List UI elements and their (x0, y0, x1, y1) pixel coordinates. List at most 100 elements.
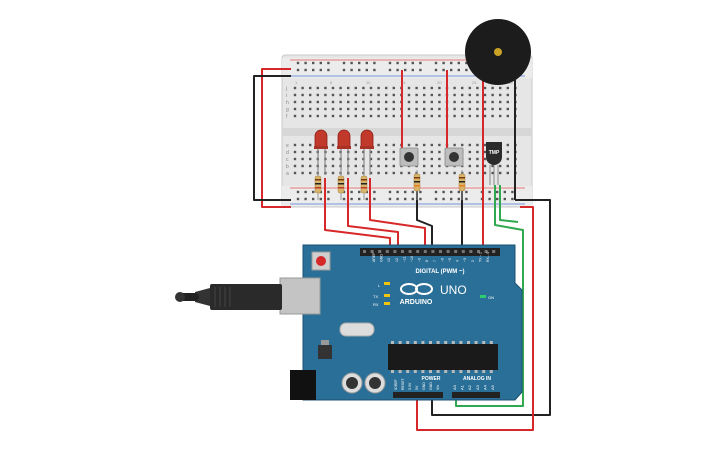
power-pin-label: IOREF (394, 379, 398, 390)
on-label: ON (488, 295, 494, 300)
wire-led3-d11 (369, 178, 426, 254)
analog-pin-label: A4 (482, 384, 487, 390)
pin-label: 7 (433, 260, 437, 262)
reset-button-cap (316, 256, 326, 266)
analog-pin-label: A2 (467, 384, 472, 390)
wire-5v (416, 206, 534, 431)
led-2[interactable] (337, 129, 351, 175)
power-jack (290, 370, 316, 400)
wire-gnd (431, 199, 551, 416)
analog-header (452, 392, 500, 398)
pin-label: GND (380, 254, 384, 262)
resistor-4[interactable] (413, 170, 421, 200)
wire-rail-left-red (261, 68, 291, 208)
column-numbers: 1 5 10 15 20 25 30 (295, 80, 513, 85)
led-3[interactable] (360, 129, 374, 175)
resistor-1[interactable] (314, 170, 322, 200)
power-pin-label: 5V (415, 385, 419, 390)
pin-label: ~3 (463, 258, 467, 262)
row-label-g: g (286, 107, 289, 113)
temperature-sensor[interactable]: TMP (486, 142, 502, 185)
pin-label: AREF (372, 253, 376, 262)
buzzer-center (494, 48, 502, 56)
row-label-a: a (286, 171, 289, 177)
wire-led2-d12 (347, 178, 399, 254)
pin-label: ~6 (440, 258, 444, 262)
chip-pins (391, 341, 493, 373)
analog-pin-label: A3 (475, 384, 480, 390)
atmega-chip (388, 344, 498, 370)
led-2-body (337, 129, 351, 148)
power-label: POWER (422, 376, 441, 382)
row-label-e: e (286, 143, 289, 149)
breadboard: j i h g f e d c b a 1 5 10 15 20 25 30 (281, 54, 533, 208)
col-num-15: 15 (401, 80, 406, 85)
col-num-30: 30 (508, 80, 513, 85)
wires (253, 68, 551, 431)
arduino-uno[interactable]: DIGITAL (PWM ~) L TX RX ARDUINO UNO ON (279, 244, 523, 401)
wire-tmp-green-2 (499, 185, 519, 223)
pin-label: RX←0 (486, 252, 490, 262)
analog-pin-label: A1 (460, 384, 465, 390)
row-label-b: b (286, 164, 289, 170)
push-button-1-cap (404, 152, 414, 162)
pin-label: ~5 (448, 258, 452, 262)
wire-rail-left-black (253, 75, 291, 201)
crystal (339, 322, 375, 337)
led-tx (384, 294, 390, 297)
row-label-c: c (286, 157, 289, 163)
brand-label: ARDUINO (400, 299, 433, 306)
digital-header-pins (363, 250, 496, 253)
pin-label: 8 (425, 260, 429, 262)
pin-label: ~9 (418, 258, 422, 262)
pin-label: 12 (395, 258, 399, 262)
resistor-3[interactable] (360, 170, 368, 200)
row-label-i: i (286, 93, 287, 99)
led-1[interactable] (314, 129, 328, 175)
tx-label: TX (373, 294, 378, 299)
analog-label: ANALOG IN (463, 376, 491, 382)
resistor-5[interactable] (458, 170, 466, 200)
analog-pin-label: A0 (452, 384, 457, 390)
power-header (393, 392, 443, 398)
analog-pin-label: A5 (490, 384, 495, 390)
col-num-20: 20 (437, 80, 442, 85)
led-3-body (360, 129, 374, 148)
pin-label: 4 (456, 260, 460, 262)
model-label: UNO (440, 283, 467, 297)
pin-label: ~10 (410, 256, 414, 262)
rx-label: RX (373, 302, 379, 307)
push-button-1[interactable] (399, 147, 419, 167)
wire-button1-sense (416, 185, 433, 254)
led-rx (384, 302, 390, 305)
row-label-j: j (285, 86, 287, 92)
led-2-rim (337, 146, 351, 149)
power-pin-label: GND (429, 382, 433, 390)
power-pin-label: RESET (401, 377, 405, 390)
col-num-1: 1 (295, 80, 298, 85)
push-button-2[interactable] (444, 147, 464, 167)
arduino-logo (400, 283, 433, 295)
power-pin-label: 3.3V (408, 382, 412, 390)
row-label-h: h (286, 100, 289, 106)
led-3-rim (360, 146, 374, 149)
col-num-10: 10 (366, 80, 371, 85)
row-label-f: f (286, 114, 288, 120)
led-l (384, 282, 390, 285)
led-1-body (314, 129, 328, 148)
digital-header (360, 248, 500, 256)
pin-label: 13 (387, 258, 391, 262)
wire-tmp-a0 (455, 185, 524, 407)
digital-label: DIGITAL (PWM ~) (416, 269, 465, 275)
voltage-regulator (318, 345, 332, 359)
pin-label: ~11 (402, 256, 406, 262)
resistor-2[interactable] (337, 170, 345, 200)
on-led (480, 295, 486, 298)
usb-port (279, 277, 321, 315)
piezo-buzzer[interactable] (465, 19, 531, 85)
tmp-body (486, 142, 502, 165)
